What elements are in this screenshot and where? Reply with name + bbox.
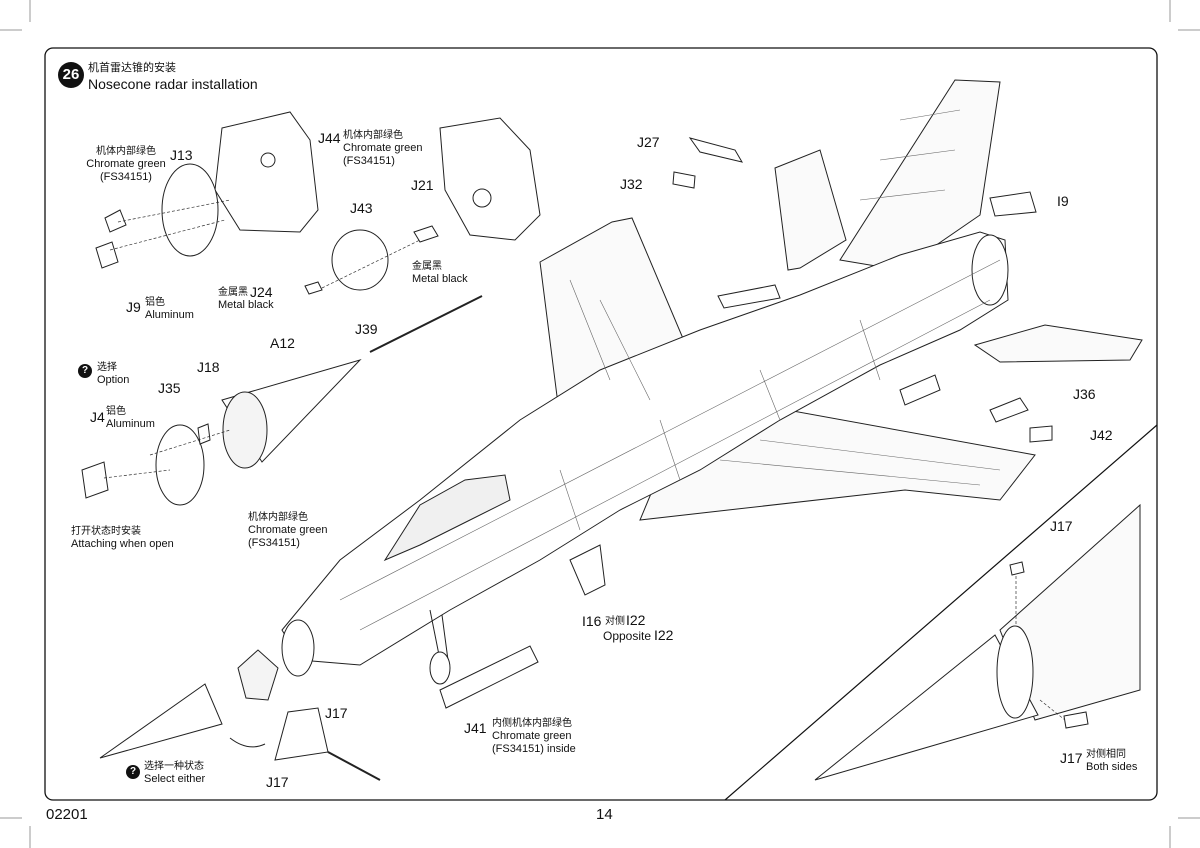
part-label-j18: J18 (197, 359, 220, 375)
callout-cn: 金属黑 (218, 287, 248, 298)
j9-color-callout: 铝色 Aluminum (145, 297, 194, 322)
part-label-j13: J13 (170, 147, 193, 163)
page-number: 14 (596, 806, 613, 823)
part-label-i22-opposite: I22 (654, 627, 674, 643)
j41-color-callout: 内侧机体内部绿色 Chromate green (FS34151) inside (492, 718, 576, 756)
callout-en: Chromate green (248, 524, 328, 536)
part-label-j17-both: J17 (1060, 750, 1083, 766)
part-label-j9: J9 (126, 299, 141, 315)
a12-color-callout: 机体内部绿色 Chromate green (FS34151) (248, 512, 328, 550)
callout-en: Aluminum (145, 309, 194, 321)
j44-color-callout: 机体内部绿色 Chromate green (FS34151) (343, 130, 423, 168)
part-label-j32: J32 (620, 176, 643, 192)
select-either-callout: 选择一种状态 Select either (144, 761, 205, 786)
part-label-j17-top: J17 (325, 705, 348, 721)
part-label-i9: I9 (1057, 193, 1069, 209)
callout-cn: 机体内部绿色 (248, 512, 308, 523)
callout-cn: 铝色 (145, 297, 165, 308)
j21-color-callout: 金属黑 Metal black (412, 261, 468, 286)
select-either-icon: ? (126, 765, 140, 779)
callout-en: Aluminum (106, 418, 155, 430)
callout-en: Select either (144, 773, 206, 785)
callout-en: Metal black (218, 299, 274, 311)
part-label-j36: J36 (1073, 386, 1096, 402)
callout-en: Option (97, 374, 130, 386)
i16-opposite-cn: 对侧 (605, 616, 625, 627)
part-label-j35: J35 (158, 380, 181, 396)
j4-color-callout: 铝色 Aluminum (106, 406, 155, 431)
callout-en: Chromate green (492, 730, 572, 742)
callout-cn: 机体内部绿色 (96, 146, 156, 157)
attach-open-callout: 打开状态时安装 Attaching when open (71, 526, 174, 551)
part-label-j17-bottom: J17 (266, 774, 289, 790)
step-title-cn: 机首雷达锥的安装 (88, 62, 176, 74)
part-label-j21: J21 (411, 177, 434, 193)
step-number-badge: 26 (58, 62, 84, 88)
callout-cn: 内侧机体内部绿色 (492, 718, 572, 729)
callout-en: Chromate green (343, 142, 423, 154)
part-label-i16: I16 (582, 613, 602, 629)
option-icon: ? (78, 364, 92, 378)
callout-cn: 机体内部绿色 (343, 130, 403, 141)
callout-en: (FS34151) (248, 537, 300, 550)
i16-opposite-en: Opposite (603, 629, 652, 643)
callout-en: Chromate green (86, 158, 166, 170)
part-label-j27: J27 (637, 134, 660, 150)
j13-color-callout: 机体内部绿色 Chromate green (FS34151) (84, 146, 168, 184)
callout-en: Both sides (1086, 761, 1138, 773)
callout-cn: 打开状态时安装 (71, 526, 141, 537)
part-label-j39: J39 (355, 321, 378, 337)
callout-en: Attaching when open (71, 538, 174, 550)
part-label-j4: J4 (90, 409, 105, 425)
callout-cn: 对侧相同 (1086, 749, 1126, 760)
part-label-j17-inset: J17 (1050, 518, 1073, 534)
part-label-i22: I22 (626, 612, 646, 628)
j17-both-callout: 对侧相同 Both sides (1086, 749, 1137, 774)
callout-cn: 选择一种状态 (144, 761, 204, 772)
j24-color-callout: 金属黑 Metal black (218, 287, 274, 312)
callout-en: (FS34151) (343, 155, 395, 168)
step-title-en: Nosecone radar installation (88, 76, 258, 92)
callout-cn: 金属黑 (412, 261, 442, 272)
part-label-j42: J42 (1090, 427, 1113, 443)
part-label-a12: A12 (270, 335, 295, 351)
part-label-j24: J24 (250, 284, 273, 300)
product-code: 02201 (46, 806, 88, 823)
option-callout: 选择 Option (97, 362, 129, 387)
part-label-j43: J43 (350, 200, 373, 216)
part-label-j41: J41 (464, 720, 487, 736)
callout-en: (FS34151) inside (492, 743, 576, 756)
callout-en: Metal black (412, 273, 468, 285)
callout-cn: 选择 (97, 362, 117, 373)
part-label-j44: J44 (318, 130, 341, 146)
callout-en: (FS34151) (100, 171, 152, 184)
callout-cn: 铝色 (106, 406, 126, 417)
